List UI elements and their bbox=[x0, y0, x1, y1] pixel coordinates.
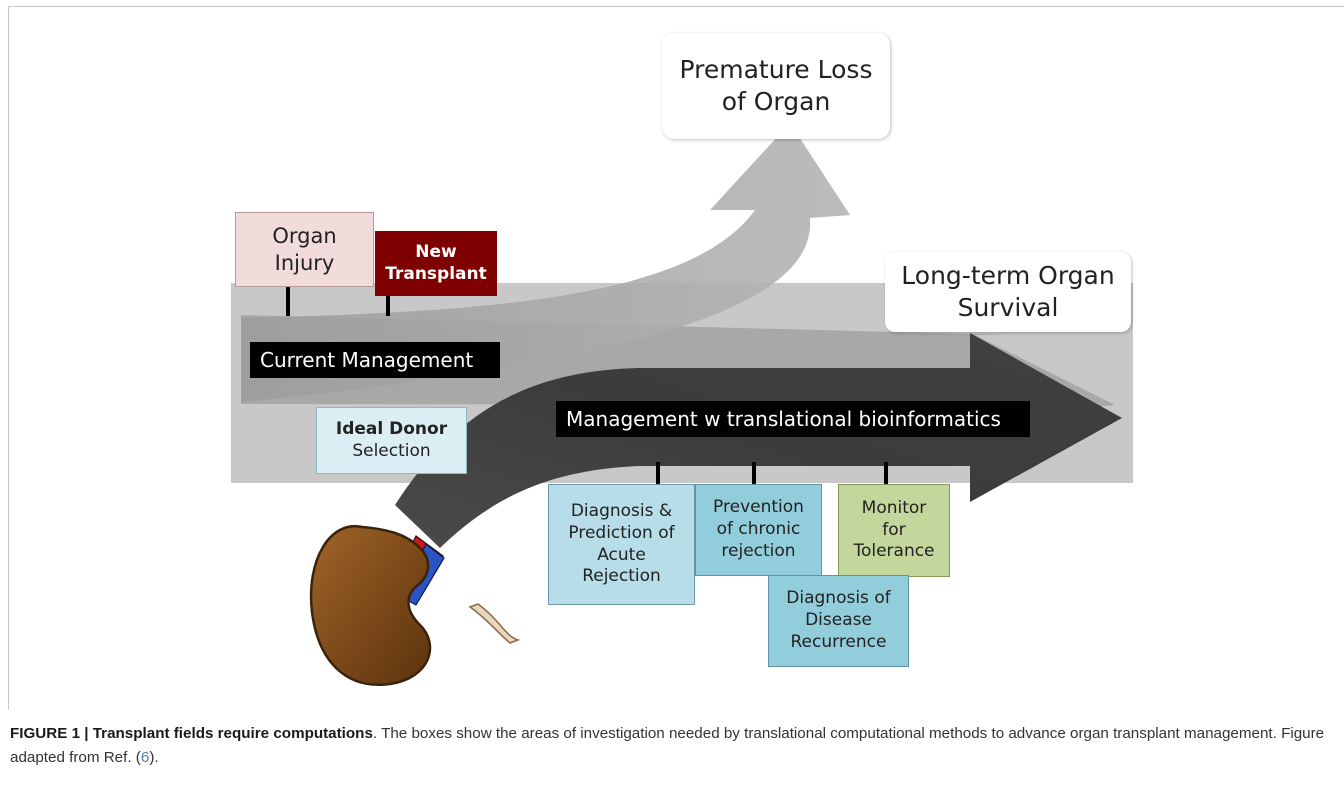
caption-text: . The boxes show the areas of investigat… bbox=[10, 725, 1325, 766]
premature-loss-arrow bbox=[241, 123, 850, 402]
bioinformatics-label: Management w translational bioinformatic… bbox=[556, 401, 1030, 437]
disease-recurrence-box: Diagnosis of Disease Recurrence bbox=[768, 575, 909, 667]
ideal-donor-box: Ideal Donor Selection bbox=[316, 407, 467, 474]
new-transplant-box: New Transplant bbox=[375, 231, 497, 296]
current-management-label: Current Management bbox=[250, 342, 500, 378]
long-term-survival-label: Long-term Organ Survival bbox=[901, 261, 1115, 322]
figure-frame bbox=[8, 6, 1344, 710]
chronic-rejection-label: Prevention of chronic rejection bbox=[713, 497, 804, 561]
bioinformatics-arrow bbox=[395, 333, 1122, 548]
caption-reference-link[interactable]: 6 bbox=[140, 748, 150, 766]
bioinformatics-text: Management w translational bioinformatic… bbox=[566, 407, 1001, 431]
organ-injury-label: Organ Injury bbox=[272, 223, 337, 275]
connector-ticks bbox=[286, 287, 888, 485]
tolerance-box: Monitor for Tolerance bbox=[838, 484, 950, 577]
current-management-text: Current Management bbox=[260, 348, 474, 372]
acute-rejection-box: Diagnosis & Prediction of Acute Rejectio… bbox=[548, 484, 695, 605]
chronic-rejection-box: Prevention of chronic rejection bbox=[695, 484, 822, 576]
ideal-donor-title: Ideal Donor bbox=[335, 418, 448, 439]
long-term-survival-box: Long-term Organ Survival bbox=[885, 252, 1131, 332]
tolerance-label: Monitor for Tolerance bbox=[853, 497, 935, 562]
ideal-donor-rest: Selection bbox=[352, 440, 431, 461]
figure-caption: FIGURE 1 | Transplant fields require com… bbox=[10, 722, 1330, 769]
caption-text-end: ). bbox=[149, 748, 159, 766]
acute-rejection-label: Diagnosis & Prediction of Acute Rejectio… bbox=[568, 501, 675, 587]
disease-recurrence-label: Diagnosis of Disease Recurrence bbox=[786, 588, 891, 652]
premature-loss-label: Premature Loss of Organ bbox=[679, 55, 873, 116]
diagram-canvas bbox=[231, 123, 1133, 687]
new-transplant-label: New Transplant bbox=[385, 241, 487, 284]
organ-injury-box: Organ Injury bbox=[235, 212, 374, 287]
caption-label: FIGURE 1 | Transplant fields require com… bbox=[10, 725, 373, 742]
kidney-icon bbox=[309, 524, 521, 687]
premature-loss-box: Premature Loss of Organ bbox=[662, 33, 890, 139]
